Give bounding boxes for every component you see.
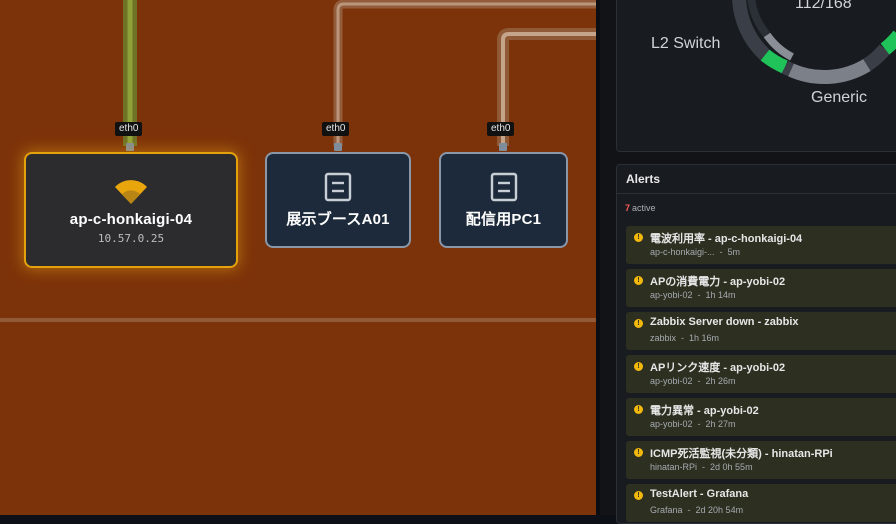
alert-title: TestAlert - Grafana — [650, 488, 749, 500]
port-connector — [499, 143, 507, 151]
node-ip: 10.57.0.25 — [97, 232, 165, 245]
port-connector — [126, 143, 134, 151]
port-label: eth0 — [115, 122, 143, 136]
warning-icon: ! — [634, 362, 643, 371]
port-connector — [334, 143, 342, 151]
alert-meta: Grafana - 2d 20h 54m — [650, 505, 744, 515]
alert-meta: ap-yobi-02 - 2h 27m — [650, 419, 736, 429]
active-count: 7 — [625, 203, 631, 213]
warning-icon: ! — [634, 233, 643, 242]
alert-title: ICMP死活監視(未分類) - hinatan-RPi — [650, 448, 833, 460]
alert-item[interactable]: ! ICMP死活監視(未分類) - hinatan-RPi hinatan-RP… — [626, 441, 896, 479]
warning-icon: ! — [634, 448, 643, 457]
warning-icon: ! — [634, 491, 643, 500]
server-icon — [490, 172, 517, 201]
category-label: Generic — [811, 89, 868, 106]
alert-meta: ap-yobi-02 - 2h 26m — [650, 376, 736, 386]
alert-item[interactable]: ! APリンク速度 - ap-yobi-02 ap-yobi-02 - 2h 2… — [626, 355, 896, 393]
node-host[interactable]: 配信用PC1 — [439, 152, 568, 248]
panel-divider[interactable] — [596, 0, 600, 515]
port-label: eth0 — [322, 122, 350, 136]
alert-meta: hinatan-RPi - 2d 0h 55m — [650, 462, 753, 472]
alert-item[interactable]: ! Zabbix Server down - zabbix zabbix - 1… — [626, 312, 896, 350]
port-usage-donut — [732, 0, 896, 85]
active-label: active — [632, 203, 656, 213]
switch-card: 112/168 L2 Switch Generic — [616, 0, 896, 152]
wifi-icon — [115, 180, 147, 204]
link-lines — [0, 0, 596, 322]
port-label: eth0 — [487, 122, 515, 136]
alert-meta: ap-yobi-02 - 1h 14m — [650, 290, 736, 300]
alert-item[interactable]: ! APの消費電力 - ap-yobi-02 ap-yobi-02 - 1h 1… — [626, 269, 896, 307]
alert-title: Zabbix Server down - zabbix — [650, 316, 799, 328]
node-name: 配信用PC1 — [465, 210, 542, 228]
alerts-title: Alerts — [617, 165, 896, 194]
alert-meta: ap-c-honkaigi-... - 5m — [650, 247, 741, 257]
server-icon — [324, 172, 352, 201]
alert-item[interactable]: ! 電力異常 - ap-yobi-02 ap-yobi-02 - 2h 27m — [626, 398, 896, 436]
node-host[interactable]: 展示ブースA01 — [265, 152, 411, 248]
node-name: 展示ブースA01 — [286, 210, 390, 228]
alert-title: APリンク速度 - ap-yobi-02 — [650, 362, 786, 374]
alert-item[interactable]: ! TestAlert - Grafana Grafana - 2d 20h 5… — [626, 484, 896, 522]
alert-meta: zabbix - 1h 16m — [650, 333, 720, 343]
topology-canvas[interactable]: eth0 eth0 eth0 ap-c-honkaigi-04 10.57.0.… — [0, 0, 596, 515]
port-count: 112/168 — [795, 0, 852, 12]
alert-item[interactable]: ! 電波利用率 - ap-c-honkaigi-04 ap-c-honkaigi… — [626, 226, 896, 264]
alert-title: 電波利用率 - ap-c-honkaigi-04 — [650, 233, 803, 245]
alert-title: 電力異常 - ap-yobi-02 — [650, 405, 759, 417]
node-ap[interactable]: ap-c-honkaigi-04 10.57.0.25 — [24, 152, 238, 268]
switch-label: L2 Switch — [651, 35, 721, 52]
warning-icon: ! — [634, 319, 643, 328]
node-name: ap-c-honkaigi-04 — [69, 211, 193, 228]
alert-title: APの消費電力 - ap-yobi-02 — [650, 276, 786, 288]
warning-icon: ! — [634, 276, 643, 285]
warning-icon: ! — [634, 405, 643, 414]
